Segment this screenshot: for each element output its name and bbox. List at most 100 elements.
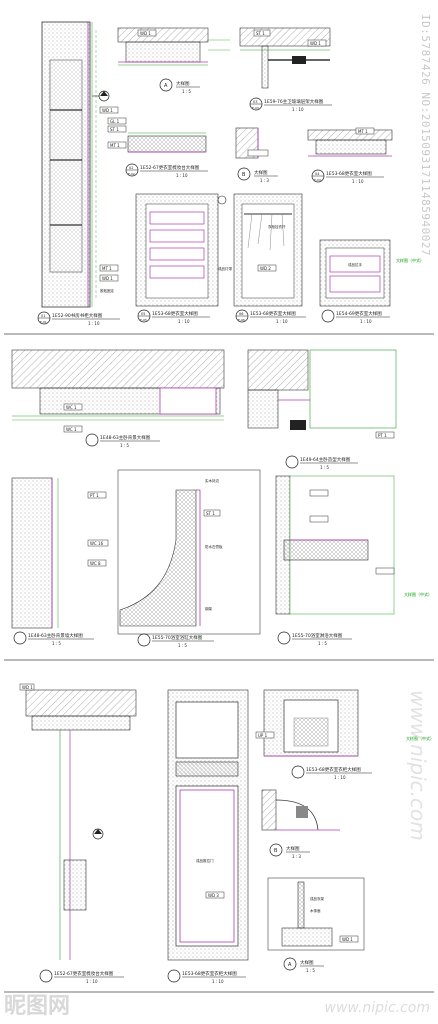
svg-text:A: A: [164, 83, 168, 89]
panel-2: WC 1 WC 1 1E48-63主卧背景大样图 1 : 5 PT 1 1E49…: [11, 349, 432, 648]
svg-text:1E53-68更衣室大样图: 1E53-68更衣室大样图: [250, 310, 296, 317]
dresser-detail: GL 1 ST 1 MT 1 02 E-02 1E52-67更衣室梳妆台大样图 …: [107, 117, 208, 178]
svg-text:1 : 5: 1 : 5: [318, 641, 327, 646]
wardrobe-plan-detail: UP 1 1E53-68更衣室衣柜大样图 1 : 10: [255, 689, 372, 780]
svg-text:1 : 10: 1 : 10: [88, 321, 100, 326]
svg-text:E-03: E-03: [252, 106, 259, 110]
svg-text:1 : 10: 1 : 10: [176, 173, 188, 178]
cabinet-elevation-1: 成品灯带 05 E-05 1E53-68更衣室大样图 1 : 10: [135, 193, 232, 324]
svg-text:02: 02: [129, 166, 133, 170]
svg-text:05: 05: [141, 312, 145, 316]
svg-text:1 : 10: 1 : 10: [86, 979, 98, 984]
svg-text:1 : 3: 1 : 3: [260, 178, 269, 183]
svg-text:大样图（中式）: 大样图（中式）: [406, 735, 434, 741]
svg-text:木饰面: 木饰面: [310, 908, 321, 913]
svg-text:WC 16: WC 16: [90, 541, 104, 546]
detail-b-panel-3: B 大样图 1 : 3: [261, 789, 340, 859]
cabinet-elevation-3: 成品拉手 1E54-69更衣室大样图 1 : 10: [319, 239, 391, 324]
svg-text:UP 1: UP 1: [258, 733, 268, 738]
svg-text:1E55-70浴室淋浴大样图: 1E55-70浴室淋浴大样图: [292, 632, 343, 639]
svg-text:大样图: 大样图: [286, 845, 300, 852]
svg-text:1E55-70浴室浴缸大样图: 1E55-70浴室浴缸大样图: [152, 634, 203, 641]
svg-text:成品推拉门: 成品推拉门: [196, 858, 214, 863]
svg-text:E-01: E-01: [40, 320, 47, 324]
svg-text:WD 1: WD 1: [140, 31, 151, 36]
svg-text:E-06: E-06: [238, 318, 245, 322]
svg-text:1E53-68更衣室大样图: 1E53-68更衣室大样图: [152, 310, 198, 317]
shower-detail: 1E55-70浴室淋浴大样图 1 : 5: [275, 475, 395, 646]
bedroom-backdrop-detail-1: WC 1 WC 1 1E48-63主卧背景大样图 1 : 5: [11, 349, 225, 448]
svg-text:1E53-68更衣室衣柜大样图: 1E53-68更衣室衣柜大样图: [182, 970, 237, 977]
glass-shelf-detail: ST 1 WD 1 03 E-03 1E59-76主卫玻璃层架大样图 1 : 1…: [239, 27, 332, 112]
panel-3: WD 1 1E52-67更衣室梳妆台大样图 1 : 10 成品推拉门 WD 3 …: [19, 683, 434, 984]
svg-text:01: 01: [41, 314, 45, 318]
closet-detail-top-right: MT 1 04 E-04 1E53-68更衣室大样图 1 : 10: [307, 127, 393, 184]
svg-text:1 : 5: 1 : 5: [320, 465, 329, 470]
svg-text:1 : 10: 1 : 10: [360, 319, 372, 324]
svg-text:1 : 3: 1 : 3: [292, 854, 301, 859]
svg-text:MT 1: MT 1: [110, 143, 120, 148]
svg-text:1 : 5: 1 : 5: [182, 89, 191, 94]
svg-text:A: A: [288, 962, 292, 968]
svg-text:胶粘固定: 胶粘固定: [100, 288, 114, 293]
svg-text:1 : 10: 1 : 10: [292, 107, 304, 112]
svg-text:1E48-63主卧背景大样图: 1E48-63主卧背景大样图: [100, 434, 151, 441]
svg-text:PT 1: PT 1: [90, 493, 99, 498]
svg-text:大样图: 大样图: [254, 169, 268, 176]
svg-text:PT 1: PT 1: [378, 433, 387, 438]
svg-text:WD 1: WD 1: [22, 685, 33, 690]
svg-text:WC 1: WC 1: [66, 427, 77, 432]
watermark-url-vertical: www.nipic.com: [406, 690, 430, 841]
svg-text:大样图（中式）: 大样图（中式）: [404, 591, 432, 597]
bathtub-detail: 实木封边 防水石膏板 ST 1 钢架 1E55-70浴室浴缸大样图 1 : 5: [117, 469, 261, 648]
svg-text:06: 06: [239, 312, 243, 316]
svg-text:钢架: 钢架: [205, 606, 212, 611]
svg-text:防水石膏板: 防水石膏板: [205, 544, 223, 549]
svg-text:MT 1: MT 1: [358, 129, 368, 134]
svg-text:1E49-64主卧造型大样图: 1E49-64主卧造型大样图: [300, 456, 351, 463]
detail-b: B 大样图 1 : 3: [235, 127, 278, 183]
svg-text:1 : 5: 1 : 5: [306, 968, 315, 973]
svg-text:WD 3: WD 3: [208, 893, 219, 898]
watermark-id: ID:5787426 NO:20150931711485940027: [419, 14, 432, 257]
svg-text:1E54-69更衣室大样图: 1E54-69更衣室大样图: [336, 310, 382, 317]
svg-text:1E52-67更衣室梳妆台大样图: 1E52-67更衣室梳妆台大样图: [140, 164, 200, 171]
svg-text:1E53-68更衣室衣柜大样图: 1E53-68更衣室衣柜大样图: [306, 766, 361, 773]
svg-text:E-02: E-02: [128, 172, 135, 176]
svg-text:大样图: 大样图: [300, 959, 314, 966]
svg-text:1 : 10: 1 : 10: [334, 775, 346, 780]
svg-text:WD 1: WD 1: [342, 937, 353, 942]
svg-text:衣柜挂衣杆: 衣柜挂衣杆: [268, 224, 286, 229]
svg-text:1 : 10: 1 : 10: [178, 319, 190, 324]
title-1: 1E52-90书房书柜大样图: [52, 312, 103, 319]
svg-text:大样图: 大样图: [176, 80, 190, 87]
svg-text:1E52-67更衣室梳妆台大样图: 1E52-67更衣室梳妆台大样图: [54, 970, 114, 977]
svg-text:B: B: [274, 848, 278, 854]
svg-text:成品拉手: 成品拉手: [348, 262, 362, 267]
svg-text:1E53-68更衣室大样图: 1E53-68更衣室大样图: [326, 170, 372, 177]
panel-1: WD 1 MT 1 WD 1 胶粘固定 01 E-01 1E52-90书房书柜大…: [37, 21, 424, 326]
bedroom-feature-detail: PT 1 1E49-64主卧造型大样图 1 : 5: [247, 349, 397, 470]
svg-text:ST 1: ST 1: [256, 31, 265, 36]
svg-text:04: 04: [315, 172, 320, 176]
svg-text:WD 1: WD 1: [310, 41, 321, 46]
svg-text:1 : 10: 1 : 10: [212, 979, 224, 984]
svg-text:1E59-76主卫玻璃层架大样图: 1E59-76主卫玻璃层架大样图: [264, 98, 324, 105]
tag-wd: WD 1: [102, 108, 113, 113]
svg-text:1 : 10: 1 : 10: [276, 319, 288, 324]
svg-text:GL 1: GL 1: [110, 119, 120, 124]
svg-text:ST 1: ST 1: [206, 511, 215, 516]
svg-text:1 : 5: 1 : 5: [178, 643, 187, 648]
svg-text:MT 1: MT 1: [102, 266, 112, 271]
footer: 昵图网 www.nipic.com: [0, 990, 438, 1024]
svg-text:WD 2: WD 2: [260, 266, 271, 271]
svg-text:03: 03: [253, 100, 257, 104]
dresser-section-detail: WD 1 1E52-67更衣室梳妆台大样图 1 : 10: [19, 683, 137, 984]
svg-text:E-04: E-04: [314, 178, 321, 182]
svg-text:WC 8: WC 8: [90, 561, 101, 566]
svg-text:成品灯带: 成品灯带: [218, 266, 232, 271]
svg-text:E-05: E-05: [140, 318, 147, 322]
svg-text:1 : 5: 1 : 5: [120, 443, 129, 448]
detail-a-panel-3: 成品衣架 木饰面 WD 1 A 大样图 1 : 5: [267, 877, 365, 973]
